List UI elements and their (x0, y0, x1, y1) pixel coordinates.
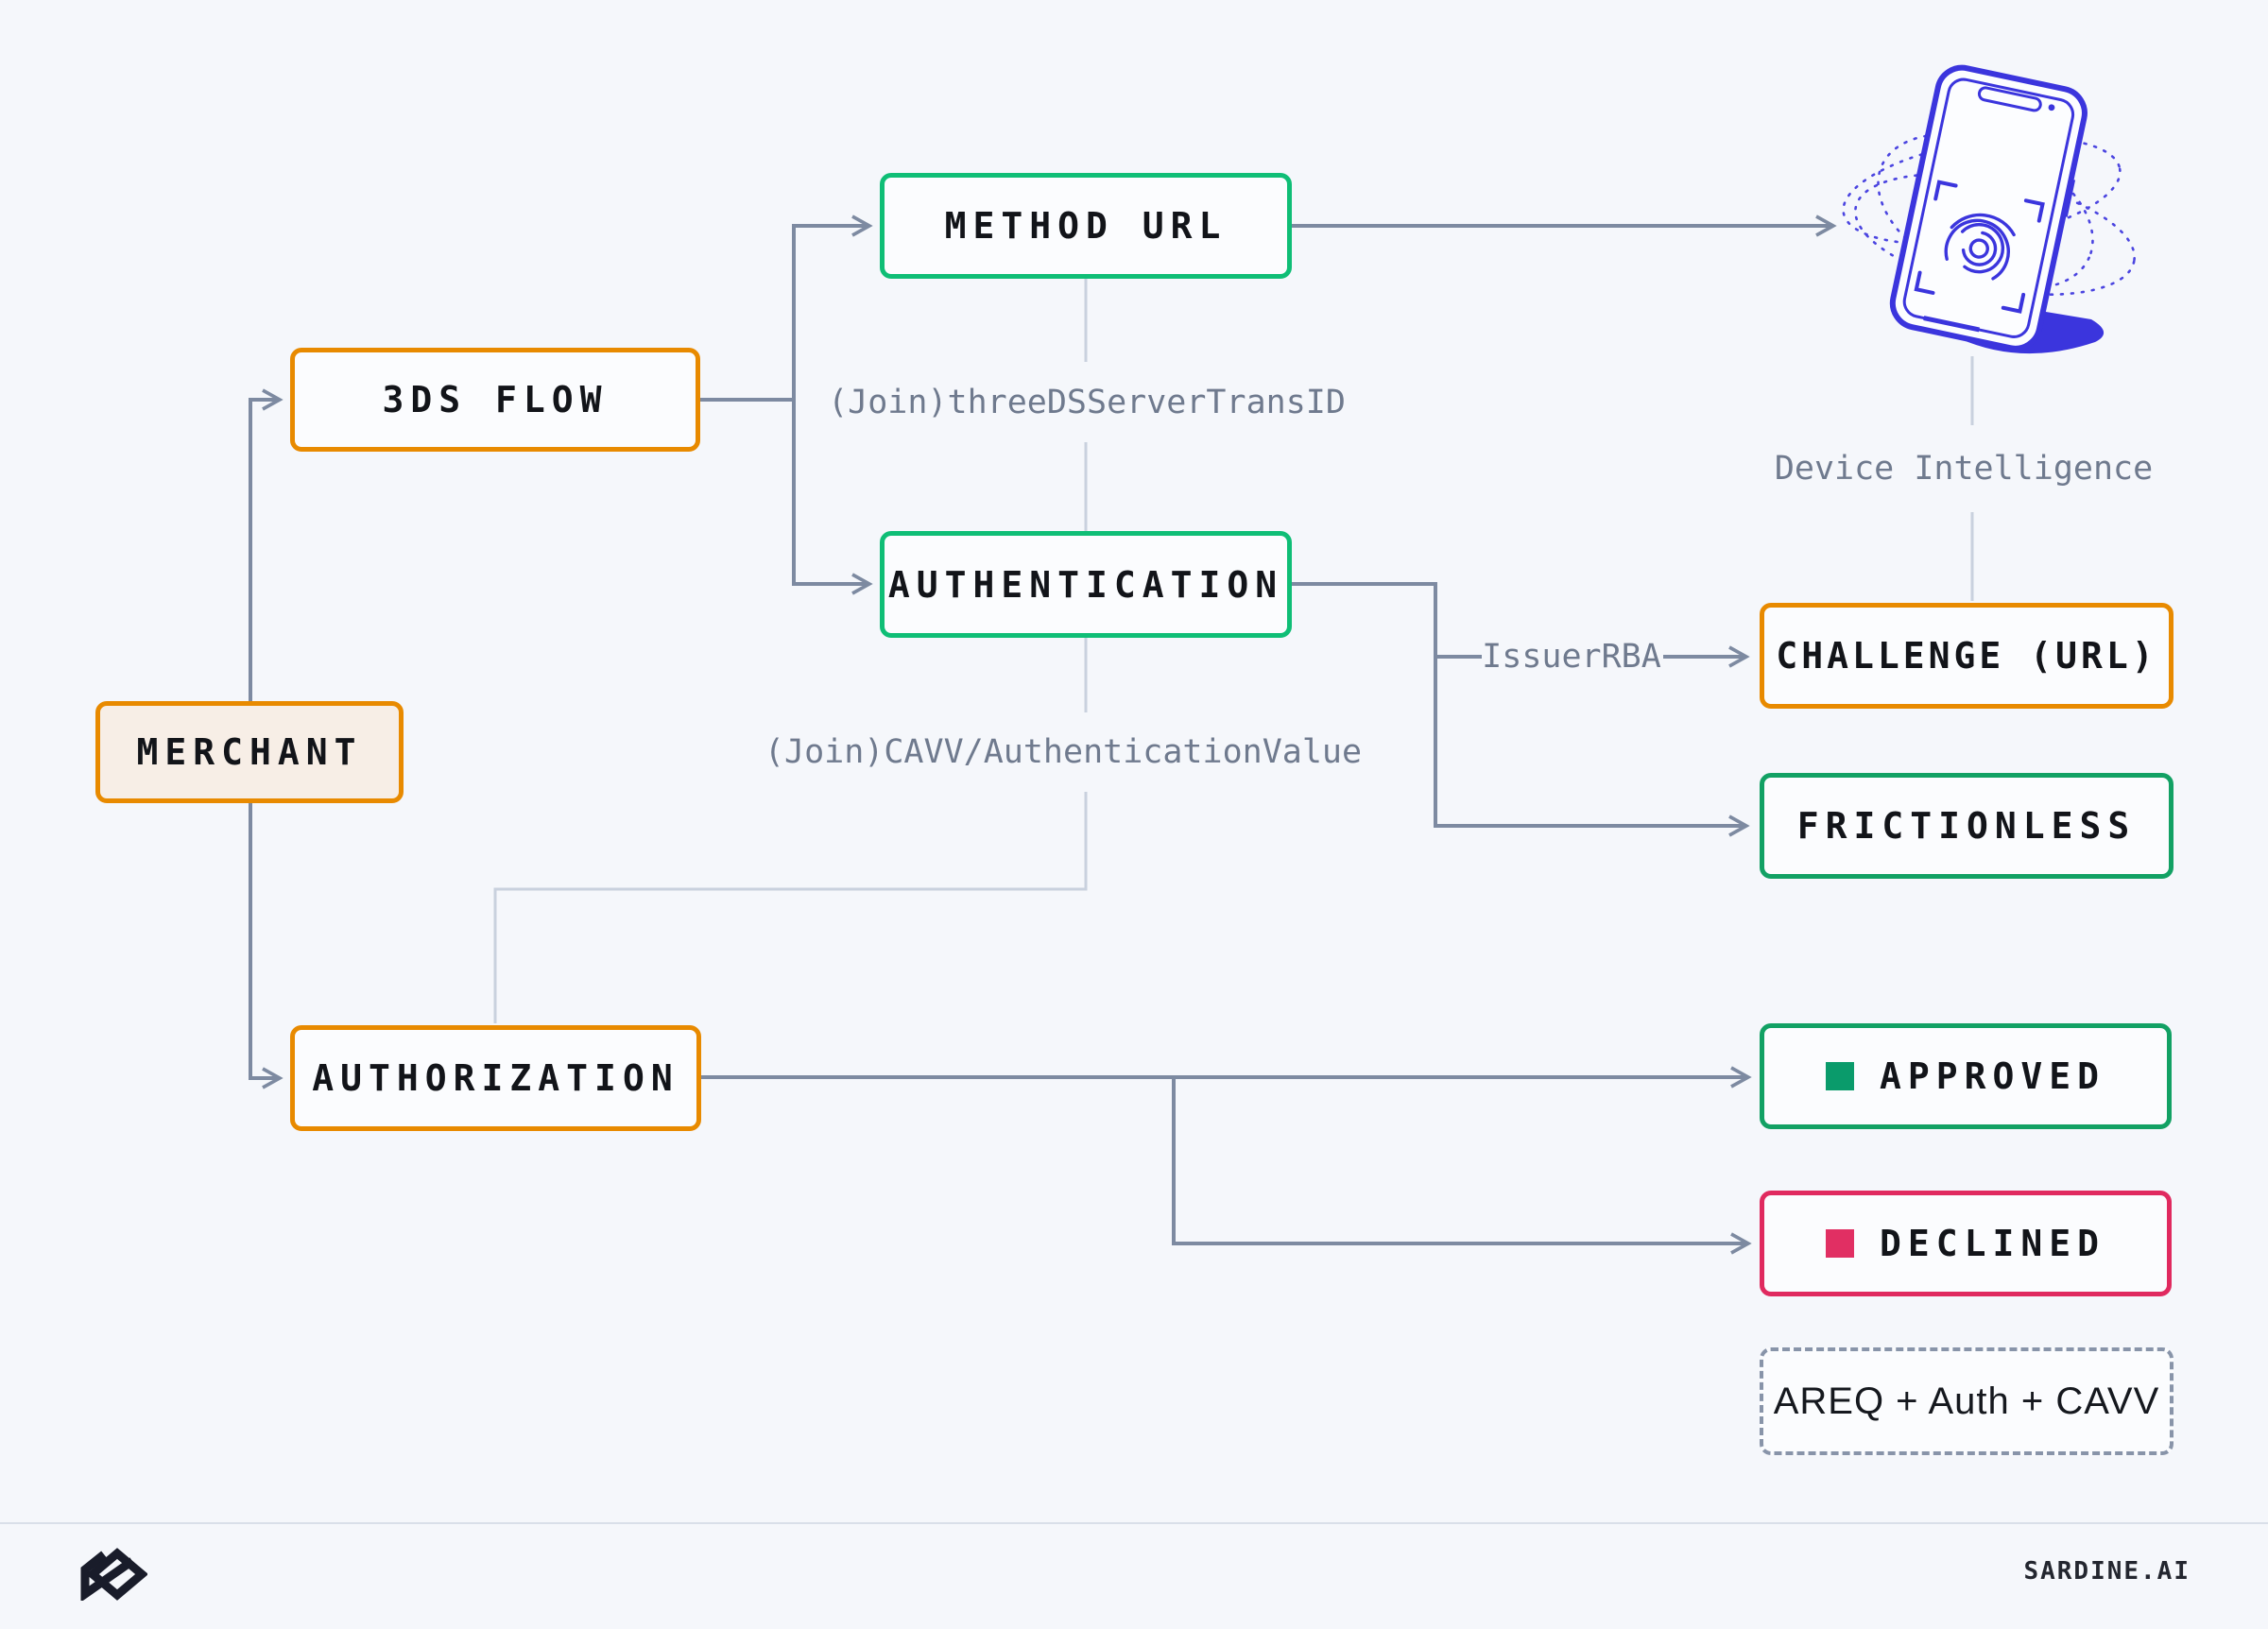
device-intelligence-label: Device Intelligence (1774, 450, 2154, 488)
authorization-node: AUTHORIZATION (290, 1025, 701, 1131)
method-url-label: METHOD URL (944, 205, 1228, 247)
authentication-node: AUTHENTICATION (880, 531, 1292, 638)
green-square-icon (1825, 1062, 1854, 1090)
approved-node: APPROVED (1760, 1023, 2172, 1129)
merchant-node: MERCHANT (95, 701, 404, 803)
3ds-flow-label: 3DS FLOW (382, 379, 609, 420)
edge-label-cavv-authenticationvalue: (Join)CAVV/AuthenticationValue (764, 733, 1363, 771)
edge-label-threedsservertransid: (Join)threeDSServerTransID (828, 384, 1346, 421)
declined-label: DECLINED (1879, 1223, 2106, 1264)
frictionless-node: FRICTIONLESS (1760, 773, 2174, 879)
method-url-node: METHOD URL (880, 173, 1292, 279)
3ds-flow-node: 3DS FLOW (290, 348, 700, 452)
challenge-url-label: CHALLENGE (URL) (1776, 635, 2157, 677)
pink-square-icon (1825, 1229, 1854, 1258)
areq-note-label: AREQ + Auth + CAVV (1773, 1380, 2160, 1422)
authentication-label: AUTHENTICATION (887, 563, 1284, 606)
sardine-logo (80, 1548, 147, 1601)
areq-note-node: AREQ + Auth + CAVV (1760, 1347, 2174, 1455)
approved-label: APPROVED (1879, 1055, 2106, 1097)
authorization-label: AUTHORIZATION (312, 1057, 679, 1099)
frictionless-label: FRICTIONLESS (1796, 805, 2137, 847)
footer-divider (0, 1522, 2268, 1524)
declined-node: DECLINED (1760, 1191, 2172, 1296)
edge-label-issuer-rba: IssuerRBA (1482, 638, 1661, 676)
phone-fingerprint-icon (1842, 64, 2136, 354)
footer-brand-text: SARDINE.AI (2023, 1557, 2191, 1586)
merchant-label: MERCHANT (136, 731, 363, 773)
challenge-url-node: CHALLENGE (URL) (1760, 603, 2174, 709)
